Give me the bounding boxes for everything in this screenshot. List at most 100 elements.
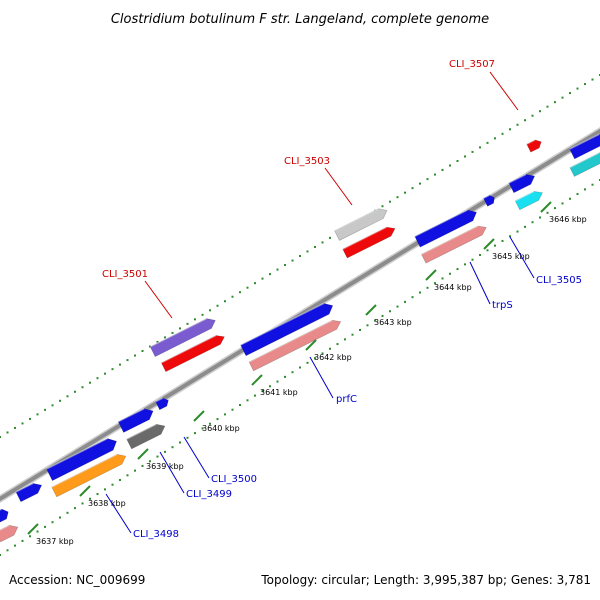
track-dot [464, 155, 466, 158]
feature-arrow-shape [0, 524, 19, 543]
gene-label-cli-3507: CLI_3507 [449, 59, 495, 70]
feature-arrow-highlight [414, 209, 468, 238]
feature-arrow-highlight [483, 194, 490, 199]
gene-label-leader [105, 493, 132, 534]
scale-tick-mark [79, 485, 91, 497]
track-dot [0, 554, 1, 556]
track-dot [329, 236, 331, 239]
track-dot [456, 159, 459, 162]
track-dot [419, 291, 421, 294]
track-dot [224, 413, 226, 416]
track-dot [389, 200, 391, 203]
genome-summary: Topology: circular; Length: 3,995,387 bp… [261, 573, 591, 587]
outer-dot-track [0, 74, 600, 438]
track-dot [584, 83, 586, 86]
feature-arrow-highlight [569, 133, 600, 150]
track-dot [269, 385, 271, 388]
feature-arrow-shape [414, 209, 477, 248]
track-dot [344, 338, 346, 341]
track-dot [261, 389, 264, 392]
track-dot [171, 446, 174, 449]
track-dot [501, 239, 504, 242]
inner-dot-track [0, 179, 600, 556]
track-dot [89, 497, 91, 500]
feature-arrow-shape [51, 454, 127, 498]
track-dot [524, 119, 526, 122]
feature-arrow-highlight [508, 173, 527, 184]
feature-arrow-shape [46, 438, 117, 481]
backbone-line [0, 128, 600, 502]
gene-label-cli-3498: CLI_3498 [133, 529, 179, 540]
track-dot [314, 357, 316, 360]
scale-tick-label: 3643 kbp [374, 318, 412, 327]
scale-tick-label: 3640 kbp [202, 424, 240, 433]
scale-tick-mark [193, 410, 205, 422]
track-dot [141, 350, 144, 353]
track-dot [306, 250, 309, 253]
feature-arrow-shape [526, 139, 542, 153]
track-dot [224, 300, 226, 303]
track-dot [96, 377, 99, 380]
track-dot [419, 182, 421, 185]
track-dot [119, 479, 121, 481]
track-dot [194, 318, 196, 321]
track-dot [329, 347, 331, 350]
track-dot [576, 87, 579, 90]
track-dot [359, 329, 361, 331]
track-dot [164, 336, 166, 339]
track-dot [254, 282, 256, 285]
feature-blue-small [483, 194, 495, 207]
scale-tick-label: 3637 kbp [36, 537, 74, 546]
feature-arrow-shape [334, 208, 388, 241]
track-dot [51, 404, 54, 407]
track-dot [546, 211, 549, 214]
gene-label-cli-3505: CLI_3505 [536, 275, 582, 286]
track-dot [336, 343, 339, 346]
track-dot [44, 408, 46, 411]
track-dot [156, 340, 159, 343]
feature-arrow-highlight [46, 437, 108, 470]
track-dot [239, 404, 241, 406]
track-dot [209, 309, 211, 312]
gene-label-leader [183, 436, 210, 479]
track-dot [186, 436, 189, 439]
scale-tick-label: 3642 kbp [314, 353, 352, 362]
gene-label-trps: trpS [492, 300, 513, 311]
track-dot [291, 371, 294, 374]
track-dot [516, 123, 519, 126]
feature-purple [149, 317, 216, 357]
scale-tick-label: 3645 kbp [492, 252, 530, 261]
track-dot [524, 225, 526, 228]
track-dot [591, 183, 594, 186]
track-dot [539, 216, 541, 219]
track-dot [149, 460, 151, 463]
track-dot [441, 277, 444, 280]
track-dot [479, 254, 481, 256]
track-dot [239, 291, 241, 294]
track-dot [6, 431, 9, 434]
track-dot [404, 191, 406, 194]
track-dot [389, 310, 391, 313]
track-dot [201, 313, 204, 316]
track-dot [246, 399, 249, 402]
track-dot [21, 422, 24, 425]
feature-pink-trps [421, 225, 487, 264]
feature-arrow-highlight [240, 302, 325, 346]
track-dot [501, 132, 504, 135]
track-dot [149, 345, 151, 348]
feature-arrow-shape [0, 508, 9, 524]
gene-label-leader [489, 71, 519, 111]
feature-arrow-shape [117, 408, 154, 433]
track-dot [261, 277, 264, 280]
gene-label-leader [309, 356, 334, 399]
track-dot [539, 110, 541, 113]
feature-arrow-highlight [126, 423, 157, 440]
track-dot [134, 354, 136, 357]
track-dot [509, 128, 511, 131]
track-dot [186, 322, 189, 325]
track-dot [531, 221, 534, 224]
feature-arrow-shape [155, 397, 169, 411]
track-dot [126, 474, 129, 477]
